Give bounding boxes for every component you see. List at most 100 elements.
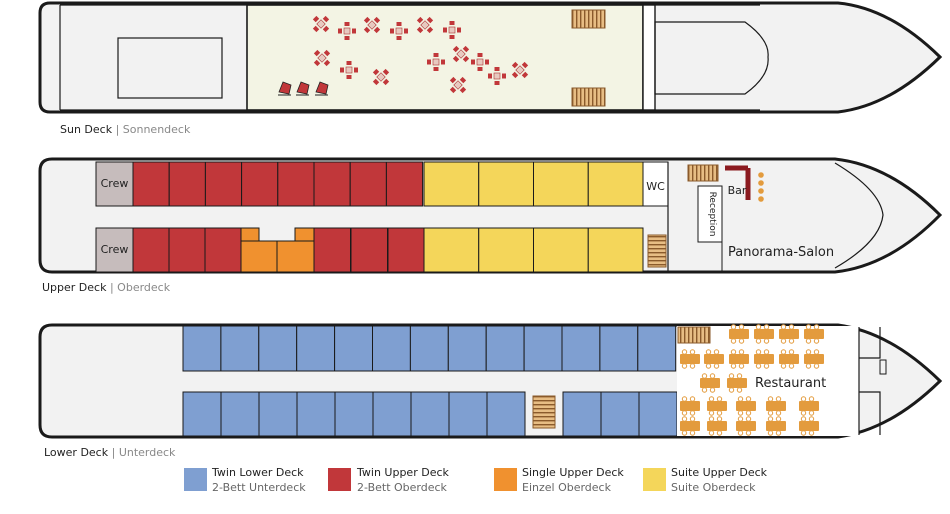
sun-table-set: [443, 21, 461, 39]
sun-table-set: [427, 53, 445, 71]
upper-deck-label: Upper Deck | Oberdeck: [42, 281, 171, 294]
cabin-twin-upper: [132, 227, 170, 273]
sun-lounger-icon: [278, 81, 292, 96]
cabin-suite-upper: [587, 227, 644, 273]
lower-deck-top-cabins: [182, 325, 677, 372]
cabin-suite-upper: [478, 227, 534, 273]
sun-deck-pool-outline: [117, 37, 223, 99]
cabin-twin-lower: [485, 325, 525, 372]
cabin-twin-upper: [277, 161, 315, 207]
restaurant-table: [754, 349, 774, 369]
sun-table-set: [449, 76, 467, 94]
bar-label: Bar: [728, 184, 747, 197]
cabin-twin-lower: [296, 325, 336, 372]
sun-deck-rear-block: [642, 4, 656, 111]
cabin-twin-lower: [486, 391, 526, 437]
sun-table-set: [363, 16, 381, 34]
cabin-twin-lower: [182, 325, 222, 372]
crew-label: Crew: [101, 177, 129, 190]
legend-label: Suite Upper Deck: [671, 466, 768, 479]
legend-swatch: [184, 468, 207, 491]
restaurant-table: [766, 396, 786, 416]
cabin-suite-upper: [533, 227, 589, 273]
sun-table-set: [416, 16, 434, 34]
cabin-suite-upper: [478, 161, 534, 207]
restaurant-table: [779, 349, 799, 369]
lower-deck: Restaurant: [38, 323, 943, 439]
cabin-twin-lower: [562, 391, 602, 437]
cabin-twin-lower: [599, 325, 639, 372]
sun-table-set: [312, 15, 330, 33]
cabin-twin-lower: [258, 391, 298, 437]
restaurant-table: [727, 373, 747, 393]
stairs-icon: [571, 87, 606, 107]
cabin-twin-upper: [132, 161, 170, 207]
cabin-twin-lower: [258, 325, 298, 372]
legend-label: Twin Upper Deck: [356, 466, 450, 479]
cabin-twin-upper: [349, 161, 387, 207]
restaurant-table: [754, 324, 774, 344]
single-cabin-notch: [241, 227, 314, 242]
legend: Twin Lower Deck 2-Bett Unterdeck Twin Up…: [184, 466, 768, 494]
restaurant-table: [729, 324, 749, 344]
upper-deck: Crew Crew WC Reception Bar Panorama-Salo…: [38, 157, 943, 274]
cabin-twin-lower: [523, 325, 563, 372]
bar-counter: [725, 165, 751, 200]
cabin-twin-upper: [168, 161, 206, 207]
legend-twin-upper: Twin Upper Deck 2-Bett Oberdeck: [328, 466, 450, 494]
cabin-suite-upper: [423, 161, 480, 207]
cabin-twin-lower: [220, 391, 260, 437]
cabin-twin-lower: [334, 391, 374, 437]
lower-deck-label: Lower Deck | Unterdeck: [44, 446, 176, 459]
restaurant-table: [680, 416, 700, 436]
cabin-twin-lower: [447, 325, 487, 372]
reception-desk: [697, 185, 723, 243]
restaurant-table: [799, 396, 819, 416]
cabin-twin-lower: [448, 391, 488, 437]
restaurant-table: [680, 396, 700, 416]
restaurant-table: [736, 396, 756, 416]
legend-label-de: 2-Bett Oberdeck: [357, 481, 448, 494]
cabin-single-upper: [240, 240, 278, 273]
cabin-twin-lower: [220, 325, 260, 372]
cabin-twin-lower: [637, 325, 677, 372]
upper-deck-top-cabins: [132, 161, 644, 207]
stairs-icon: [532, 395, 556, 429]
restaurant-table: [736, 416, 756, 436]
stairs-icon: [647, 234, 667, 268]
legend-twin-lower: Twin Lower Deck 2-Bett Unterdeck: [184, 466, 306, 494]
cabin-suite-upper: [533, 161, 589, 207]
sun-deck-label: Sun Deck | Sonnendeck: [60, 123, 191, 136]
lower-deck-bottom-cabins: [182, 391, 678, 437]
sun-table-set: [452, 45, 470, 63]
restaurant-tables: [680, 324, 824, 436]
cabin-twin-lower: [372, 391, 412, 437]
sun-table-set: [390, 22, 408, 40]
cabin-single-upper: [276, 240, 315, 273]
cabin-suite-upper: [587, 161, 644, 207]
sun-table-set: [488, 67, 506, 85]
stairs-icon: [687, 164, 719, 182]
legend-label-de: Einzel Oberdeck: [522, 481, 612, 494]
sun-table-set: [313, 49, 331, 67]
bar-stools: [758, 172, 764, 202]
cabin-twin-upper: [204, 227, 242, 273]
legend-swatch: [328, 468, 351, 491]
cabin-twin-upper: [387, 227, 425, 273]
restaurant-label: Restaurant: [755, 376, 826, 391]
cabin-twin-upper: [168, 227, 206, 273]
restaurant-table: [700, 373, 720, 393]
sun-loungers: [278, 81, 329, 96]
cabin-twin-lower: [296, 391, 336, 437]
sun-deck-tables: [312, 15, 529, 94]
sun-table-set: [372, 68, 390, 86]
restaurant-table: [707, 396, 727, 416]
sun-deck-bow-outline: [654, 21, 769, 95]
cabin-twin-lower: [409, 325, 449, 372]
cabin-single-upper-part: [240, 227, 260, 242]
galley-outline: [858, 327, 881, 435]
cabin-single-upper-part: [294, 227, 315, 242]
sun-lounger-icon: [296, 81, 310, 96]
legend-swatch: [643, 468, 666, 491]
upper-deck-bottom-cabins: [132, 227, 644, 273]
